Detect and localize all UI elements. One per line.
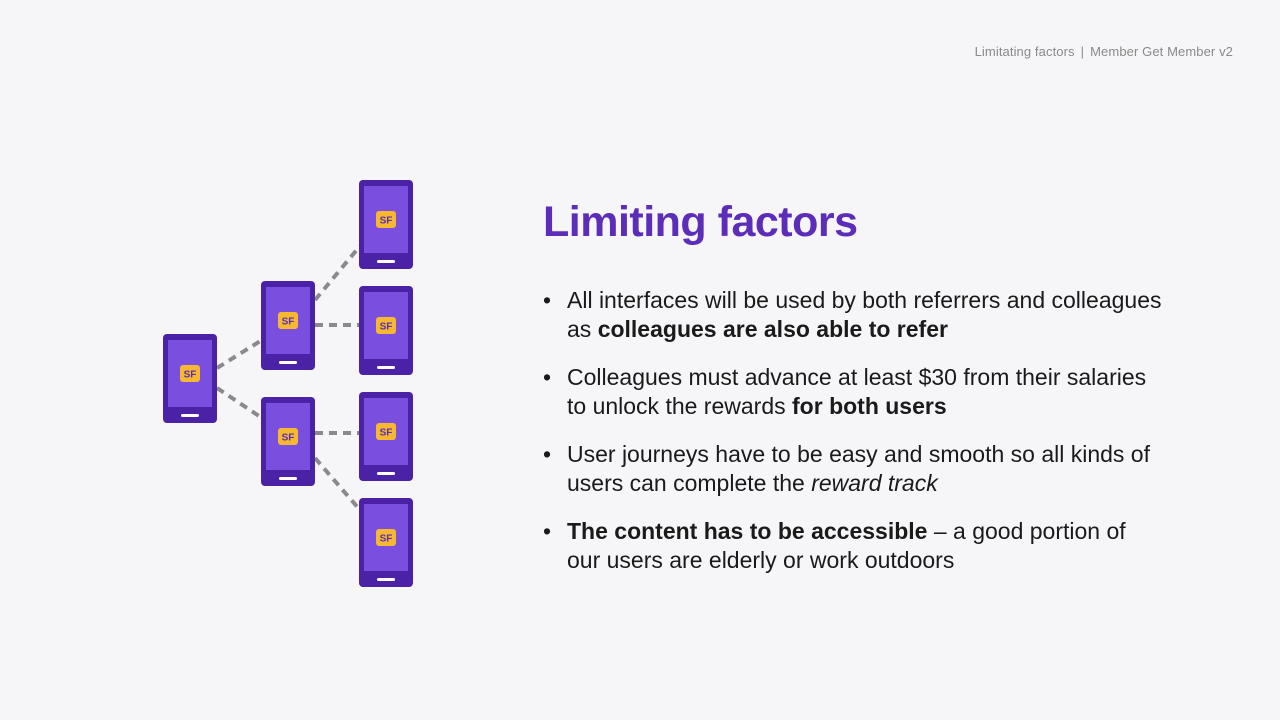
- phone-icon: SF: [359, 286, 413, 375]
- sf-badge: [376, 211, 396, 228]
- phone-home-bar: [377, 366, 395, 369]
- bullet-item: All interfaces will be used by both refe…: [543, 286, 1163, 344]
- sf-badge: [376, 423, 396, 440]
- referral-network-illustration: SF SF SF SF SF SF SF: [163, 180, 413, 587]
- connector-line: [215, 386, 264, 420]
- header-separator: |: [1080, 44, 1085, 59]
- sf-badge-label: SF: [380, 322, 393, 333]
- phone-icon: SF: [163, 334, 217, 423]
- connector-line: [313, 244, 362, 302]
- phone-home-bar: [377, 260, 395, 263]
- sf-badge-label: SF: [282, 433, 295, 444]
- sf-badge-label: SF: [380, 428, 393, 439]
- phone-home-bar: [279, 477, 297, 480]
- bullet-item: Colleagues must advance at least $30 fro…: [543, 363, 1163, 421]
- sf-badge: [376, 529, 396, 546]
- phone-home-bar: [279, 361, 297, 364]
- phone-icon: SF: [261, 281, 315, 370]
- phone-home-bar: [377, 578, 395, 581]
- connector-lines: [215, 244, 362, 512]
- sf-badge-label: SF: [184, 370, 197, 381]
- sf-badge: [278, 428, 298, 445]
- sf-badge-label: SF: [380, 534, 393, 545]
- header-tag: Limitating factors | Member Get Member v2: [975, 44, 1233, 59]
- page-title: Limiting factors: [543, 198, 858, 246]
- phone-home-bar: [181, 414, 199, 417]
- sf-badge: [376, 317, 396, 334]
- phone-icon: SF: [359, 392, 413, 481]
- phone-home-bar: [377, 472, 395, 475]
- sf-badge: [278, 312, 298, 329]
- bullet-item: User journeys have to be easy and smooth…: [543, 440, 1163, 498]
- header-deck: Member Get Member v2: [1090, 44, 1233, 59]
- connector-line: [313, 456, 362, 512]
- bullet-item: The content has to be accessible – a goo…: [543, 517, 1163, 575]
- sf-badge: [180, 365, 200, 382]
- sf-badge-label: SF: [380, 216, 393, 227]
- sf-badge-label: SF: [282, 317, 295, 328]
- bullet-list: All interfaces will be used by both refe…: [543, 286, 1163, 594]
- header-section: Limitating factors: [974, 44, 1075, 59]
- phone-icon: SF: [359, 180, 413, 269]
- phone-icon: SF: [261, 397, 315, 486]
- connector-line: [215, 338, 264, 370]
- phone-icon: SF: [359, 498, 413, 587]
